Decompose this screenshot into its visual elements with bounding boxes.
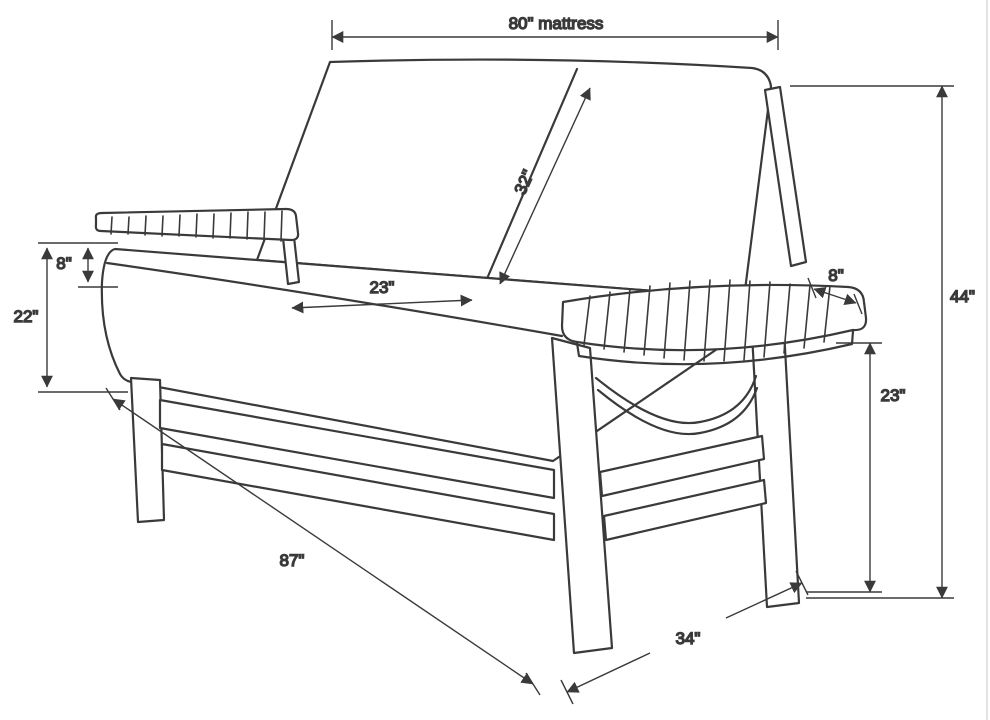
- dim-arrow-line-b: [725, 582, 803, 619]
- dim-label-arm-to-seat: 8": [56, 254, 72, 273]
- dim-overall-width: 87": [105, 387, 541, 696]
- side-rail-2: [602, 478, 768, 542]
- dim-arm-to-seat: 8": [38, 242, 118, 288]
- dim-extension-lines: [38, 242, 118, 288]
- dim-label-overall-width: 87": [280, 551, 305, 570]
- screenshot-right-edge-line: [986, 0, 988, 720]
- dim-arrow-line: [291, 294, 473, 314]
- arm-bracket: [594, 374, 759, 436]
- dim-overall-height: 44": [790, 85, 976, 599]
- dim-arrow-line: [112, 398, 534, 685]
- dim-arm-height: 23": [806, 342, 906, 593]
- back-post: [763, 85, 808, 268]
- dim-seat-depth: 23": [291, 277, 473, 314]
- back-cushion: [255, 58, 773, 300]
- dim-label-seat-depth: 23": [370, 278, 395, 297]
- dim-seat-edge-height: 22": [13, 247, 128, 393]
- dim-label-overall-height: 44": [950, 287, 975, 306]
- dim-label-arm-ledge-width: 8": [828, 266, 844, 285]
- dim-overall-depth: 34": [560, 570, 809, 705]
- right-arm-front-face: [575, 329, 855, 366]
- dim-arrow-line: [813, 286, 857, 306]
- dim-arrow-line-a: [566, 652, 651, 693]
- right-arm-slats: [583, 279, 831, 362]
- dim-label-arm-height: 23": [881, 386, 906, 405]
- dim-mattress-width: 80" mattress: [331, 13, 779, 50]
- dim-label-overall-depth: 34": [676, 629, 701, 648]
- dim-arrow-line: [499, 87, 591, 285]
- dim-label-seat-edge-height: 22": [14, 307, 39, 326]
- dim-arm-ledge-width: 8": [807, 265, 863, 315]
- dim-extension-lines: [790, 85, 954, 599]
- dim-label-mattress-width: 80" mattress: [509, 14, 604, 33]
- right-rear-leg: [750, 328, 801, 609]
- left-arm-slats: [110, 210, 283, 242]
